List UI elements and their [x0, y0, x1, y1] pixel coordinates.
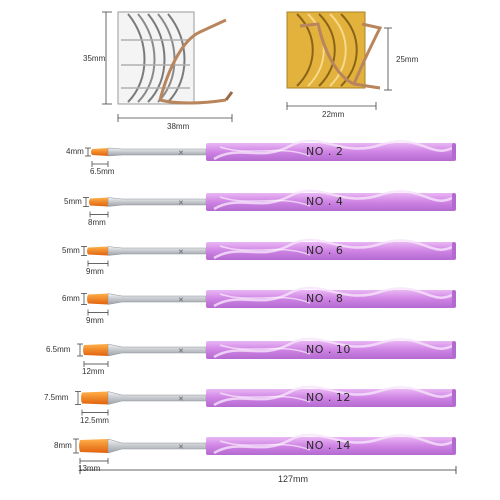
- brush-5: ✕: [77, 337, 456, 367]
- brush-bristles: [91, 148, 108, 156]
- svg-text:✕: ✕: [178, 149, 184, 157]
- brush-bristles: [87, 293, 108, 305]
- svg-text:✕: ✕: [178, 347, 184, 355]
- brush-2: ✕: [83, 189, 456, 218]
- brush-handle: [206, 143, 454, 161]
- brush-tip-width-label: 6.5mm: [90, 167, 115, 176]
- brush-tip-width-label: 9mm: [86, 266, 104, 276]
- gold-nail-form: [286, 11, 383, 90]
- brush-bristles: [87, 246, 108, 256]
- brush-ferrule: [107, 147, 207, 157]
- brush-tip-width-label: 12.5mm: [80, 415, 109, 425]
- brush-number-label: NO . 8: [306, 292, 344, 305]
- brush-tip-width-label: 8mm: [88, 217, 106, 227]
- brush-bristles: [83, 344, 108, 356]
- brush-number-label: NO . 14: [306, 439, 351, 452]
- svg-text:✕: ✕: [178, 443, 184, 451]
- brush-bristles: [89, 197, 108, 207]
- brush-7: ✕: [73, 433, 456, 464]
- nail-forms-illustration: [102, 11, 392, 122]
- brush-6: ✕: [75, 385, 456, 416]
- brush-tip-height-label: 6.5mm: [46, 345, 71, 354]
- gold-form-height-label: 25mm: [396, 55, 419, 64]
- brush-1: ✕: [85, 139, 456, 167]
- brush-tip-height-label: 6mm: [62, 294, 80, 303]
- brush-number-label: NO . 12: [306, 391, 351, 404]
- brush-number-label: NO . 10: [306, 343, 351, 356]
- silver-form-width-label: 38mm: [167, 122, 190, 131]
- brush-tip-height-label: 5mm: [62, 246, 80, 255]
- svg-text:✕: ✕: [178, 199, 184, 207]
- brush-ferrule: [107, 293, 207, 305]
- brush-tip-width-label: 13mm: [78, 464, 101, 473]
- brush-number-label: NO . 6: [306, 244, 344, 257]
- brush-handle: [206, 437, 454, 455]
- silver-form-height-label: 35mm: [83, 54, 106, 63]
- brush-tip-height-label: 4mm: [66, 147, 84, 156]
- brush-tip-width-label: 12mm: [82, 367, 105, 376]
- brush-tip-height-label: 8mm: [54, 441, 72, 450]
- total-length-label: 127mm: [278, 474, 309, 484]
- silver-nail-form: [117, 11, 234, 105]
- brush-ferrule: [107, 343, 207, 357]
- brush-ferrule: [107, 391, 207, 405]
- brush-handle: [206, 193, 454, 211]
- brush-handle: [206, 389, 454, 407]
- brush-handle: [206, 290, 454, 308]
- brush-ferrule: [107, 438, 207, 454]
- brush-handle: [206, 341, 454, 359]
- brush-number-label: NO . 2: [306, 145, 344, 158]
- brush-tip-height-label: 5mm: [64, 197, 82, 206]
- brush-tip-height-label: 7.5mm: [44, 393, 69, 402]
- brush-4: ✕: [81, 286, 456, 316]
- brush-ferrule: [107, 197, 207, 207]
- brush-ferrule: [107, 246, 207, 256]
- gold-form-width-label: 22mm: [322, 110, 345, 119]
- brush-handle: [206, 242, 454, 260]
- brush-bristles: [81, 391, 108, 405]
- svg-text:✕: ✕: [178, 296, 184, 304]
- brush-bristles: [79, 439, 108, 453]
- brush-tip-width-label: 9mm: [86, 315, 104, 325]
- brush-3: ✕: [81, 238, 456, 267]
- brush-number-label: NO . 4: [306, 195, 344, 208]
- svg-text:✕: ✕: [178, 395, 184, 403]
- svg-text:✕: ✕: [178, 248, 184, 256]
